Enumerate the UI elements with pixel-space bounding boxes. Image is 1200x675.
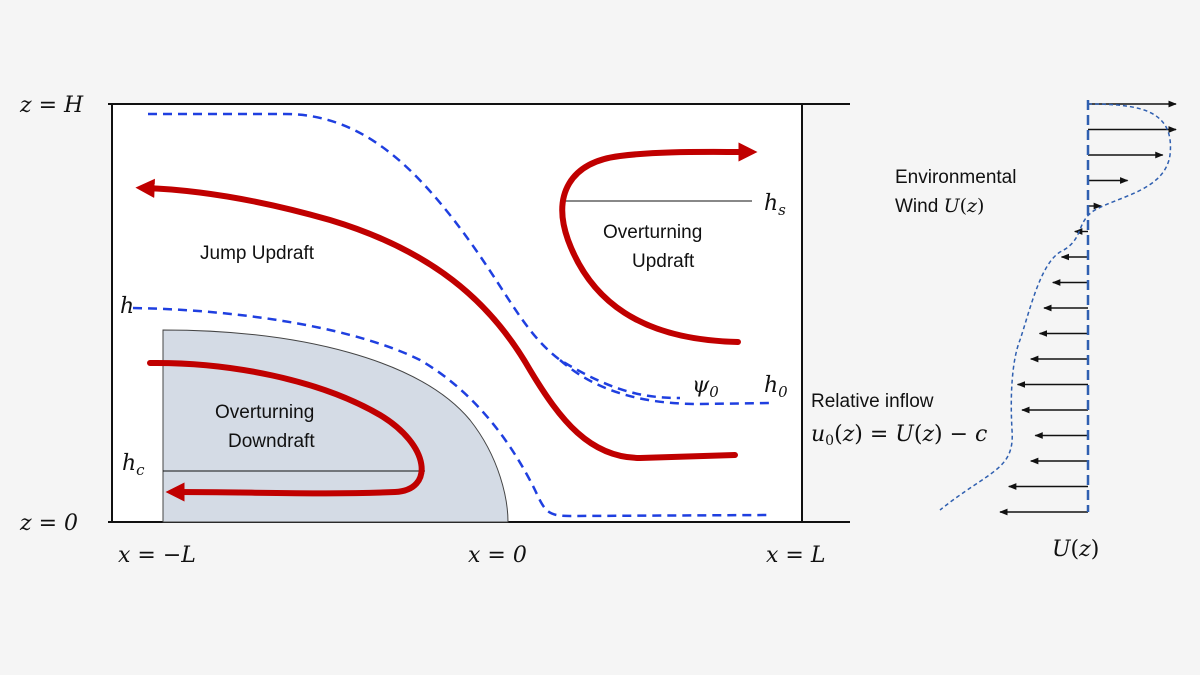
wind-profile-curve bbox=[939, 103, 1172, 511]
overturning-updraft-label-2: Updraft bbox=[632, 251, 695, 272]
wind-profile bbox=[999, 100, 1177, 516]
overturning-updraft-arrow bbox=[559, 142, 758, 345]
x-right-label: x = L bbox=[766, 543, 825, 568]
psi0-dashed-streamline bbox=[559, 359, 773, 406]
lower-dashed-streamline bbox=[132, 306, 773, 518]
inflow-equation: u0(z) = U(z) − c bbox=[811, 422, 987, 449]
x-left-label: x = −L bbox=[118, 543, 196, 568]
jump-updraft-label: Jump Updraft bbox=[200, 243, 315, 264]
overturning-downdraft-arrow bbox=[147, 359, 425, 502]
overturning-downdraft-label-1: Overturning bbox=[215, 402, 314, 423]
overturning-downdraft-label-2: Downdraft bbox=[228, 431, 315, 452]
overturning-updraft-label-1: Overturning bbox=[603, 222, 702, 243]
jump-updraft-arrow bbox=[135, 178, 738, 462]
relative-inflow-label: Relative inflow bbox=[811, 391, 934, 412]
h-label: h bbox=[120, 294, 134, 319]
x-mid-label: x = 0 bbox=[468, 543, 527, 568]
env-wind-label-2: Wind U(z) bbox=[895, 195, 984, 217]
z-top-label: z = H bbox=[19, 93, 84, 118]
z-bottom-label: z = 0 bbox=[19, 511, 78, 536]
profile-axis-label: U(z) bbox=[1052, 537, 1099, 562]
env-wind-label-1: Environmental bbox=[895, 167, 1016, 188]
